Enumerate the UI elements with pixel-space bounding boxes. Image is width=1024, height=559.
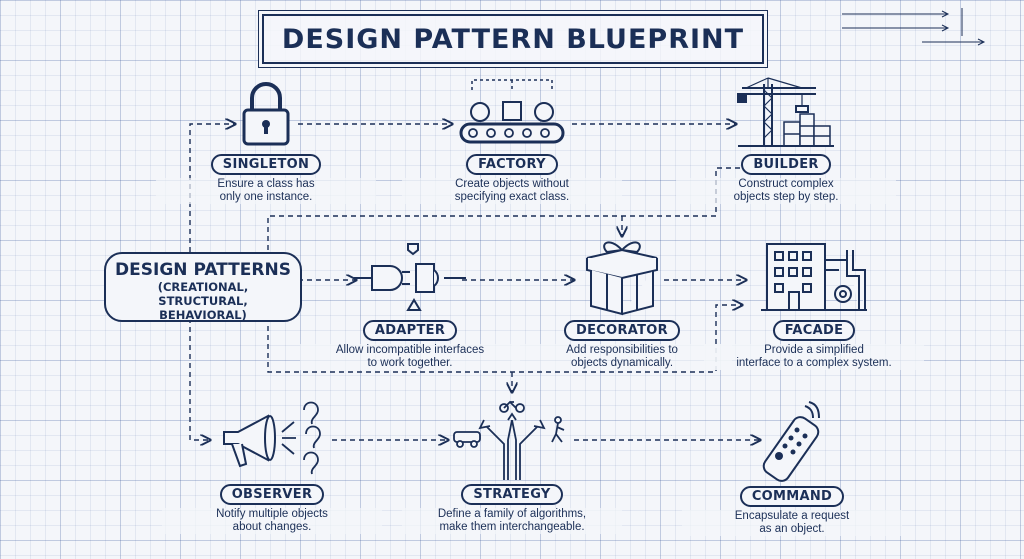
center-node: DESIGN PATTERNS (CREATIONAL, STRUCTURAL,… <box>104 252 302 322</box>
adapter-description: Allow incompatible interfaces to work to… <box>300 344 520 370</box>
builder-description: Construct complex objects step by step. <box>676 178 896 204</box>
decorator-label: DECORATOR <box>564 320 680 341</box>
singleton-desc-line1: Ensure a class has <box>217 178 315 190</box>
construction-crane-icon <box>737 77 834 147</box>
crossroads-icon <box>453 400 565 480</box>
singleton-node: SINGLETON Ensure a class has only one in… <box>156 80 376 204</box>
facade-desc-line1: Provide a simplified <box>764 344 864 356</box>
factory-desc-line2: specifying exact class. <box>454 191 570 203</box>
adapter-node: ADAPTER Allow incompatible interfaces to… <box>300 240 520 370</box>
plug-adapter-icon <box>354 243 466 311</box>
decorator-node: DECORATOR Add responsibilities to object… <box>512 236 732 370</box>
singleton-label: SINGLETON <box>210 154 322 175</box>
building-facade-icon <box>761 243 867 311</box>
conveyor-belt-icon <box>459 79 565 144</box>
command-description: Encapsulate a request as an object. <box>682 510 902 536</box>
singleton-description: Ensure a class has only one instance. <box>156 178 376 204</box>
builder-label: BUILDER <box>741 154 831 175</box>
adapter-desc-line1: Allow incompatible interfaces <box>335 344 485 356</box>
title-banner: DESIGN PATTERN BLUEPRINT <box>262 14 764 64</box>
strategy-description: Define a family of algorithms, make them… <box>402 508 622 534</box>
decorator-description: Add responsibilities to objects dynamica… <box>512 344 732 370</box>
corner-decoration <box>842 8 986 46</box>
observer-desc-line2: about changes. <box>232 521 312 533</box>
factory-description: Create objects without specifying exact … <box>402 178 622 204</box>
facade-desc-line2: interface to a complex system. <box>736 357 892 369</box>
facade-node: FACADE Provide a simplified interface to… <box>704 236 924 370</box>
strategy-desc-line1: Define a family of algorithms, <box>437 508 587 520</box>
builder-node: BUILDER Construct complex objects step b… <box>676 76 896 204</box>
factory-label: FACTORY <box>466 154 558 175</box>
strategy-desc-line2: make them interchangeable. <box>439 521 585 533</box>
decorator-desc-line2: objects dynamically. <box>570 357 674 369</box>
strategy-node: STRATEGY Define a family of algorithms, … <box>402 396 622 534</box>
padlock-icon <box>242 82 290 146</box>
center-subtitle: (CREATIONAL, STRUCTURAL, BEHAVIORAL) <box>157 280 249 322</box>
builder-desc-line2: objects step by step. <box>733 191 839 203</box>
center-title: DESIGN PATTERNS <box>115 260 291 280</box>
strategy-label: STRATEGY <box>461 484 563 505</box>
command-desc-line1: Encapsulate a request <box>734 510 850 522</box>
remote-control-icon <box>762 401 820 482</box>
adapter-label: ADAPTER <box>362 320 458 341</box>
observer-label: OBSERVER <box>219 484 325 505</box>
singleton-desc-line2: only one instance. <box>219 191 313 203</box>
arrow-center-to-singleton <box>189 124 235 252</box>
gift-box-icon <box>586 241 658 316</box>
facade-description: Provide a simplified interface to a comp… <box>704 344 924 370</box>
page-title: DESIGN PATTERN BLUEPRINT <box>281 23 745 55</box>
facade-label: FACADE <box>772 320 856 341</box>
observer-node: OBSERVER Notify multiple objects about c… <box>162 398 382 534</box>
observer-desc-line1: Notify multiple objects <box>216 508 328 520</box>
builder-desc-line1: Construct complex <box>738 178 834 190</box>
observer-description: Notify multiple objects about changes. <box>162 508 382 534</box>
decorator-desc-line1: Add responsibilities to <box>566 344 678 356</box>
factory-node: FACTORY Create objects without specifyin… <box>402 76 622 204</box>
adapter-desc-line2: to work together. <box>367 357 453 369</box>
command-node: COMMAND Encapsulate a request as an obje… <box>682 400 902 536</box>
megaphone-icon <box>223 401 321 475</box>
command-label: COMMAND <box>739 486 845 507</box>
command-desc-line2: as an object. <box>759 523 825 535</box>
arrow-center-to-observer <box>189 318 210 440</box>
factory-desc-line1: Create objects without <box>455 178 569 190</box>
